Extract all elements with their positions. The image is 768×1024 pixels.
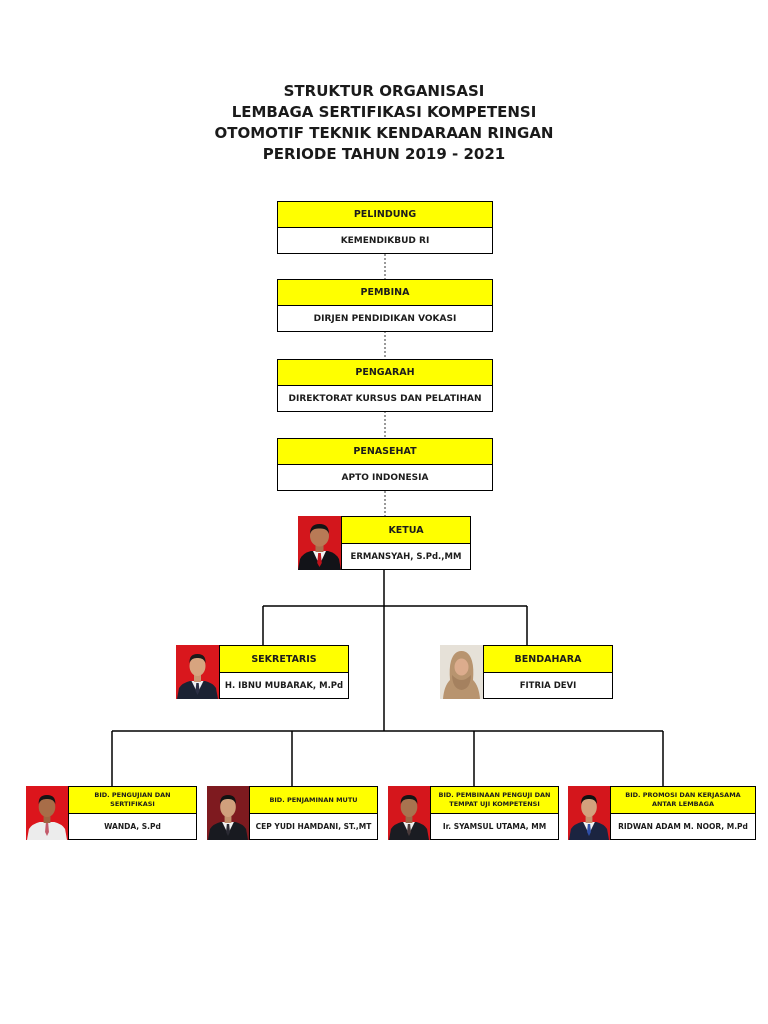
- bendahara-box: BENDAHARA FITRIA DEVI: [483, 645, 613, 699]
- division-3-role: BID. PEMBINAAN PENGUJI DAN TEMPAT UJI KO…: [431, 787, 558, 814]
- division-4-photo: [568, 786, 610, 840]
- division-1-role: BID. PENGUJIAN DAN SERTIFIKASI: [69, 787, 196, 814]
- tie: [587, 824, 591, 836]
- division-card: BID. PENJAMINAN MUTU CEP YUDI HAMDANI, S…: [207, 786, 378, 840]
- head: [189, 656, 206, 676]
- division-1-name: WANDA, S.Pd: [104, 822, 161, 831]
- division-2-role-line-1: BID. PENJAMINAN MUTU: [269, 795, 358, 804]
- tie: [407, 824, 411, 836]
- penasehat-box: PENASEHAT APTO INDONESIA: [277, 438, 493, 491]
- division-4-name: RIDWAN ADAM M. NOOR, M.Pd: [618, 822, 748, 831]
- division-1-role-line-2: SERTIFIKASI: [110, 800, 155, 808]
- hijab-fold: [452, 675, 471, 690]
- head: [310, 525, 329, 547]
- hair: [400, 795, 418, 804]
- neck: [315, 544, 324, 552]
- head: [38, 797, 56, 817]
- ketua-name: ERMANSYAH, S.Pd.,MM: [350, 551, 462, 562]
- division-2-photo: [207, 786, 249, 840]
- bendahara-card: BENDAHARA FITRIA DEVI: [440, 645, 613, 699]
- sekretaris-name: H. IBNU MUBARAK, M.Pd: [224, 680, 344, 691]
- title-line-3: OTOMOTIF TEKNIK KENDARAAN RINGAN: [214, 124, 554, 142]
- pelindung-box: PELINDUNG KEMENDIKBUD RI: [277, 201, 493, 254]
- penasehat-role: PENASEHAT: [278, 439, 492, 465]
- division-card: BID. PEMBINAAN PENGUJI DAN TEMPAT UJI KO…: [388, 786, 559, 840]
- bendahara-photo: [440, 645, 483, 699]
- sekretaris-card: SEKRETARIS H. IBNU MUBARAK, M.Pd: [176, 645, 349, 699]
- sekretaris-photo: [176, 645, 219, 699]
- hair: [220, 795, 236, 804]
- division-1-box: BID. PENGUJIAN DAN SERTIFIKASI WANDA, S.…: [68, 786, 197, 840]
- division-1-role-line-1: BID. PENGUJIAN DAN: [94, 791, 171, 799]
- division-3-name: Ir. SYAMSUL UTAMA, MM: [442, 822, 547, 831]
- head: [581, 797, 597, 817]
- bendahara-role: BENDAHARA: [484, 646, 612, 673]
- pelindung-name: KEMENDIKBUD RI: [340, 235, 430, 246]
- ketua-card: KETUA ERMANSYAH, S.Pd.,MM: [298, 516, 471, 570]
- ketua-box: KETUA ERMANSYAH, S.Pd.,MM: [341, 516, 471, 570]
- neck: [224, 815, 232, 823]
- sekretaris-box: SEKRETARIS H. IBNU MUBARAK, M.Pd: [219, 645, 349, 699]
- tie: [45, 823, 49, 836]
- division-4-role-line-2: ANTAR LEMBAGA: [651, 800, 715, 808]
- head: [400, 797, 418, 817]
- document-title: STRUKTUR ORGANISASI LEMBAGA SERTIFIKASI …: [0, 81, 768, 165]
- division-2-role: BID. PENJAMINAN MUTU: [250, 787, 377, 814]
- division-3-photo: [388, 786, 430, 840]
- division-card: BID. PROMOSI DAN KERJASAMA ANTAR LEMBAGA…: [568, 786, 756, 840]
- division-2-name: CEP YUDI HAMDANI, ST.,MT: [255, 822, 372, 831]
- hair: [581, 795, 597, 804]
- ketua-role: KETUA: [342, 517, 470, 544]
- title-line-1: STRUKTUR ORGANISASI: [283, 82, 485, 100]
- hair: [38, 795, 56, 804]
- tie: [317, 553, 322, 567]
- pembina-box: PEMBINA DIRJEN PENDIDIKAN VOKASI: [277, 279, 493, 332]
- face: [454, 658, 469, 676]
- sekretaris-role: SEKRETARIS: [220, 646, 348, 673]
- neck: [405, 815, 413, 823]
- pengarah-name: DIREKTORAT KURSUS DAN PELATIHAN: [288, 393, 482, 404]
- neck: [585, 815, 593, 823]
- neck: [43, 815, 51, 823]
- pengarah-role: PENGARAH: [278, 360, 492, 386]
- pembina-role: PEMBINA: [278, 280, 492, 306]
- division-4-box: BID. PROMOSI DAN KERJASAMA ANTAR LEMBAGA…: [610, 786, 756, 840]
- pembina-name: DIRJEN PENDIDIKAN VOKASI: [313, 313, 457, 324]
- division-1-photo: [26, 786, 68, 840]
- hair: [310, 524, 329, 534]
- division-4-role: BID. PROMOSI DAN KERJASAMA ANTAR LEMBAGA: [611, 787, 755, 814]
- tie: [195, 683, 200, 695]
- bendahara-name: FITRIA DEVI: [519, 680, 577, 691]
- division-3-role-line-1: BID. PEMBINAAN PENGUJI DAN: [438, 791, 551, 799]
- penasehat-name: APTO INDONESIA: [341, 472, 429, 483]
- ketua-photo: [298, 516, 341, 570]
- pengarah-box: PENGARAH DIREKTORAT KURSUS DAN PELATIHAN: [277, 359, 493, 412]
- head: [220, 797, 236, 817]
- division-3-box: BID. PEMBINAAN PENGUJI DAN TEMPAT UJI KO…: [430, 786, 559, 840]
- solid-connectors: [111, 570, 664, 786]
- division-card: BID. PENGUJIAN DAN SERTIFIKASI WANDA, S.…: [26, 786, 197, 840]
- tie: [226, 824, 230, 836]
- division-2-box: BID. PENJAMINAN MUTU CEP YUDI HAMDANI, S…: [249, 786, 378, 840]
- neck: [194, 674, 201, 682]
- division-3-role-line-2: TEMPAT UJI KOMPETENSI: [449, 800, 540, 808]
- division-4-role-line-1: BID. PROMOSI DAN KERJASAMA: [625, 791, 741, 799]
- hair: [189, 654, 206, 663]
- title-line-2: LEMBAGA SERTIFIKASI KOMPETENSI: [231, 103, 537, 121]
- pelindung-role: PELINDUNG: [278, 202, 492, 228]
- title-line-4: PERIODE TAHUN 2019 - 2021: [262, 145, 506, 163]
